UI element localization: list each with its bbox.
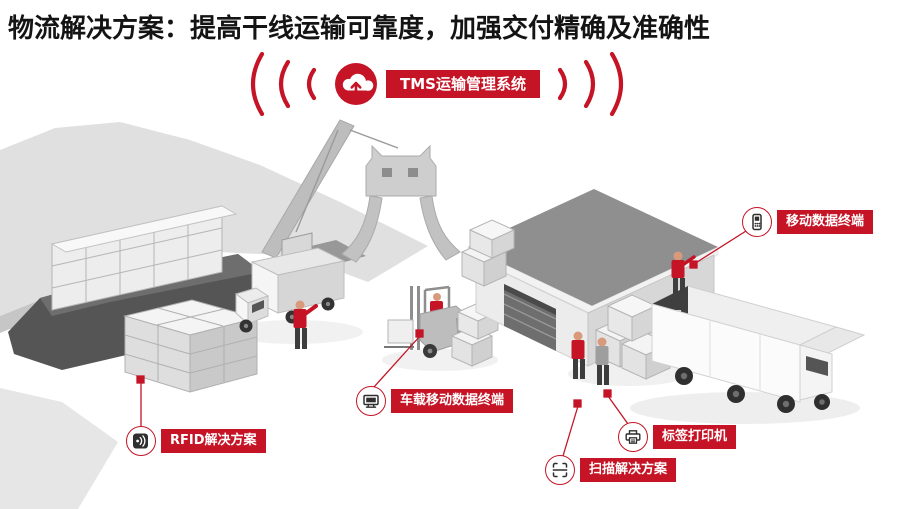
warehouse-workers <box>571 331 609 385</box>
page-title: 物流解决方案：提高干线运输可靠度，加强交付精确及准确性 <box>8 14 711 44</box>
delivery-truck <box>650 285 866 413</box>
callout-label-handheld-terminal: 移动数据终端 <box>777 209 874 235</box>
callout-label-printer: 标签打印机 <box>653 424 737 450</box>
handheld-terminal-icon <box>742 207 772 237</box>
container-truck <box>234 247 346 333</box>
container-stack <box>123 299 259 393</box>
cargo-ship <box>8 205 262 370</box>
signal-waves-left-icon <box>251 51 317 117</box>
signal-waves-right-icon <box>557 51 623 117</box>
warehouse-side-boxes <box>460 219 516 287</box>
tms-group: TMS运输管理系统 <box>236 50 638 118</box>
cloud-upload-icon <box>334 62 378 106</box>
callout-connectors <box>136 230 747 457</box>
dock-worker <box>293 300 318 349</box>
callout-label-rfid: RFID解决方案 <box>161 428 266 454</box>
roof-worker <box>671 251 696 294</box>
callout-handheld-terminal: 移动数据终端 <box>742 207 874 237</box>
tms-label: TMS运输管理系统 <box>386 70 540 98</box>
carton-boxes <box>594 294 672 380</box>
rfid-icon <box>126 426 156 456</box>
callout-vehicle-terminal: 车载移动数据终端 <box>356 386 514 416</box>
vehicle-terminal-icon <box>356 386 386 416</box>
callout-scan: 扫描解决方案 <box>545 455 677 485</box>
callout-label-printer: 标签打印机 <box>618 422 737 452</box>
callout-label-vehicle-terminal: 车载移动数据终端 <box>391 388 514 414</box>
callout-label-scan: 扫描解决方案 <box>580 457 677 483</box>
callout-rfid: RFID解决方案 <box>126 426 266 456</box>
scan-icon <box>545 455 575 485</box>
label-printer-icon <box>618 422 648 452</box>
